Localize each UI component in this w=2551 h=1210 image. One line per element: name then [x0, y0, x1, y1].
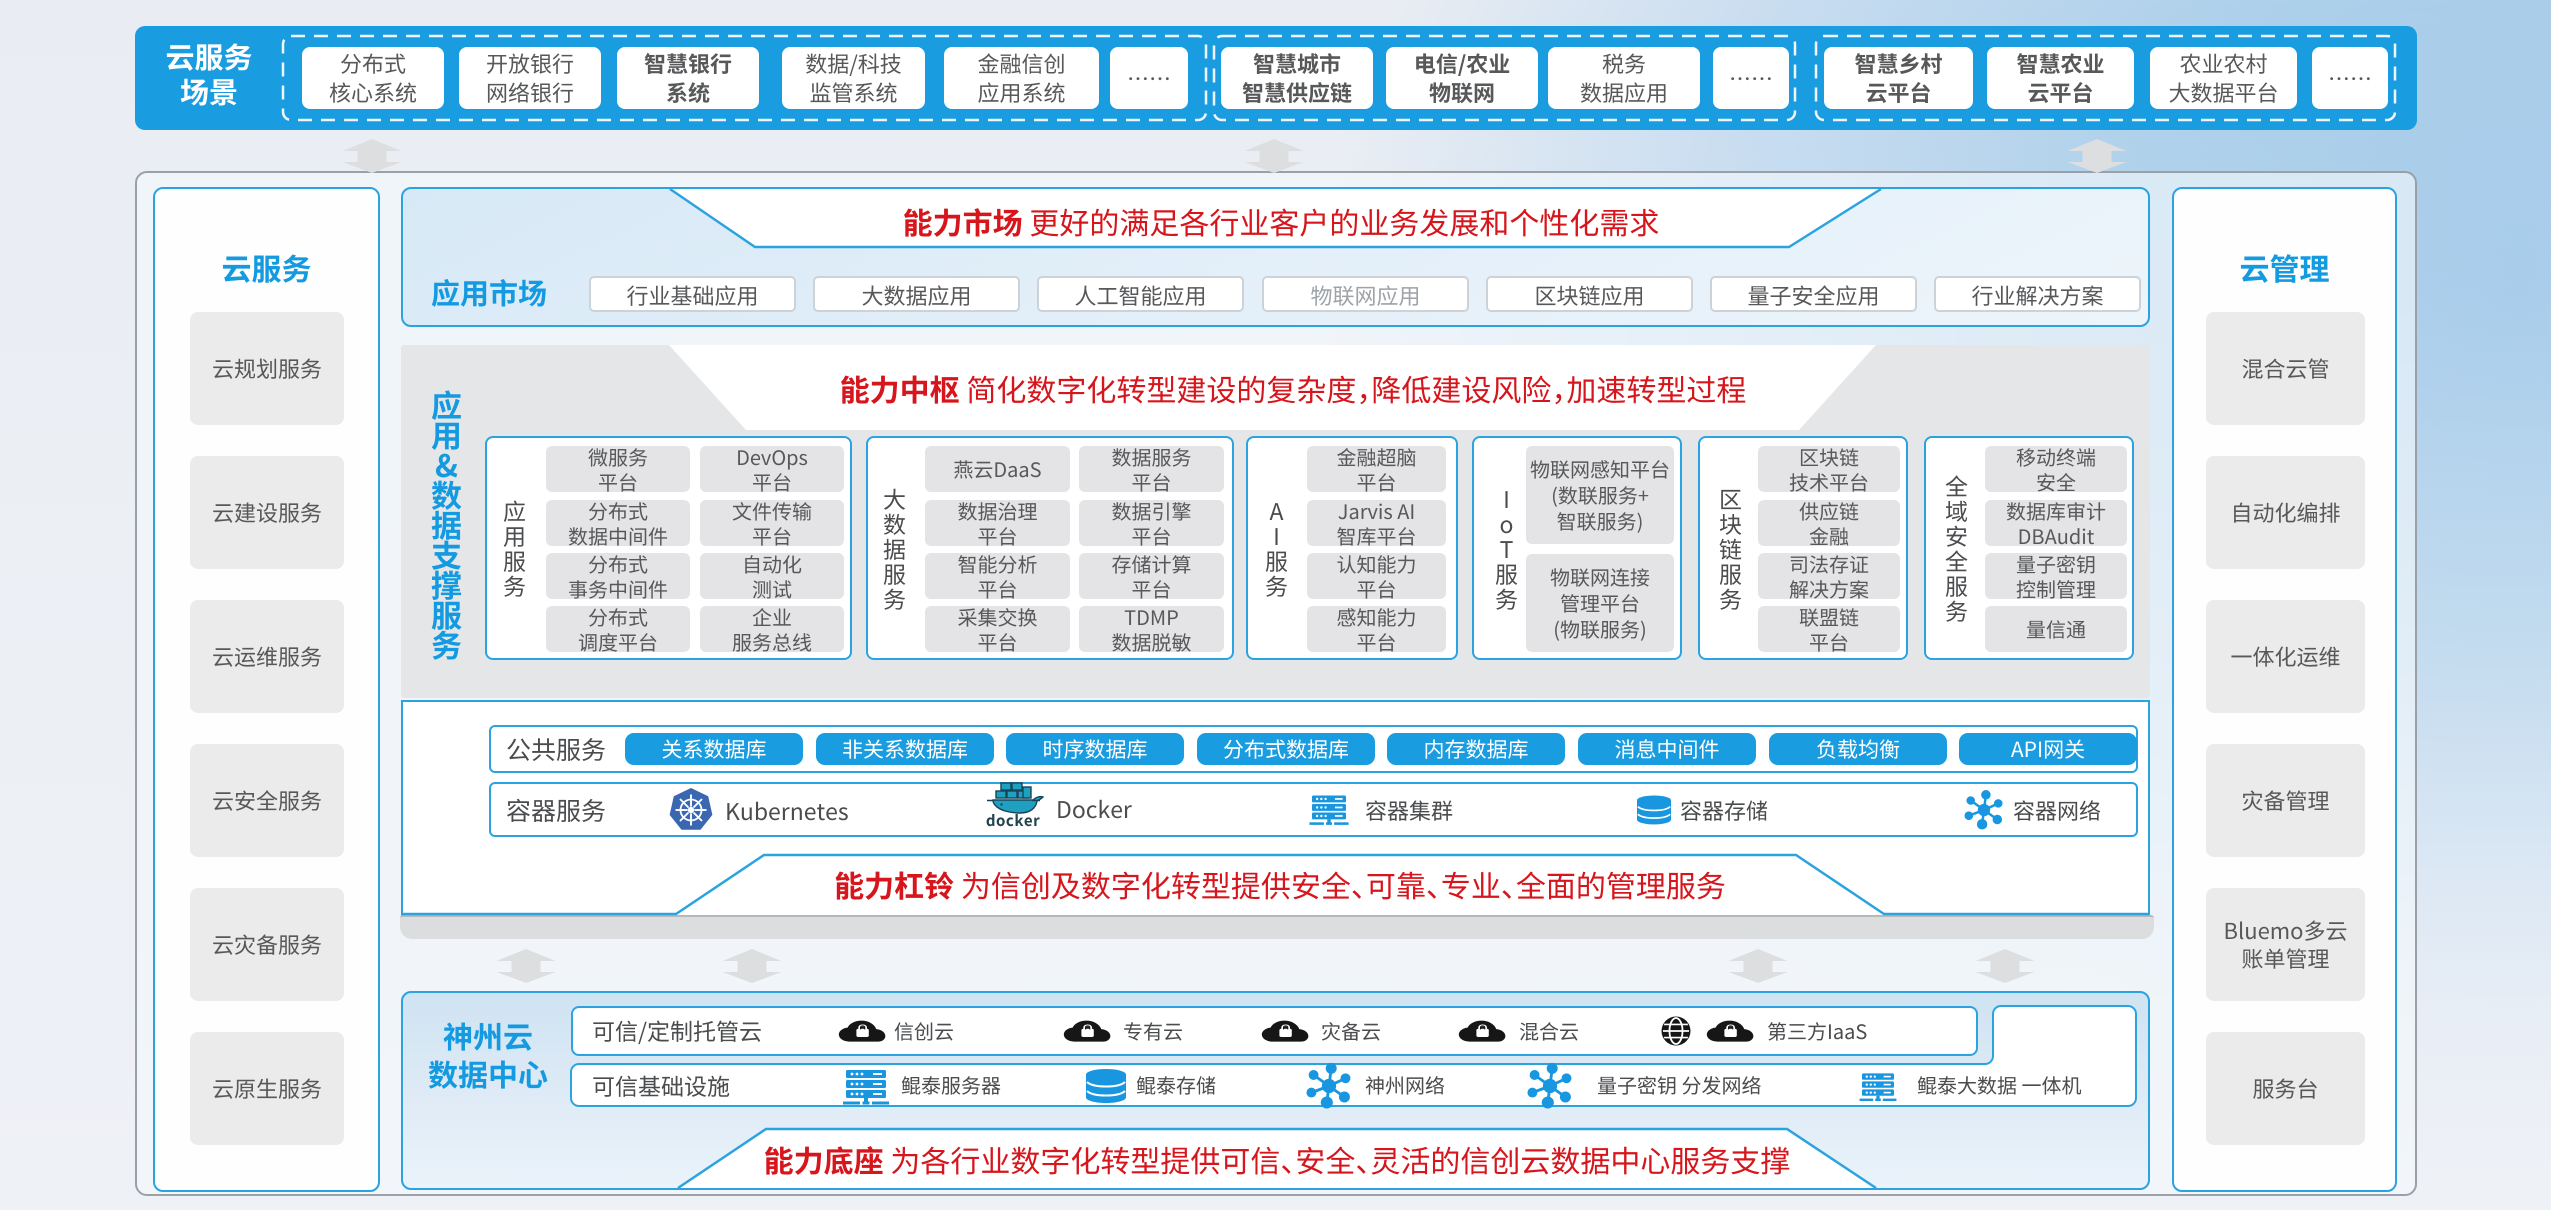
- svg-text:docker: docker: [986, 810, 1040, 831]
